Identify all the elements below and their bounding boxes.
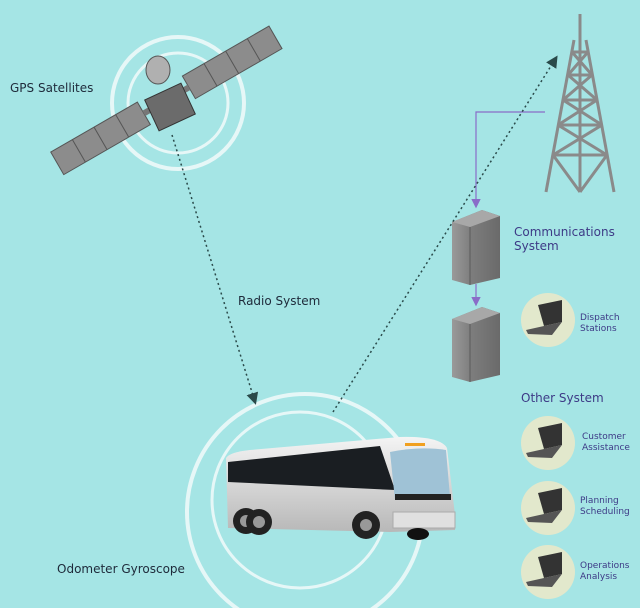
other-system-label: Other System [521, 391, 604, 405]
station-line1: Customer [582, 432, 626, 442]
gps-satellites-label: GPS Satellites [10, 81, 94, 95]
station-line2: Analysis [580, 572, 618, 582]
station-line1: Operations [580, 561, 630, 571]
satellite-signal-rings [110, 35, 246, 171]
station-line1: Dispatch [580, 313, 620, 323]
station-label-operations: Operations Analysis [580, 561, 629, 583]
station-line2: Assistance [582, 443, 630, 453]
station-line2: Stations [580, 324, 617, 334]
station-label-customer: Customer Assistance [582, 432, 630, 454]
tower-to-comm-connector [471, 111, 545, 307]
bus-icon [226, 436, 456, 540]
communications-label-line1: Communications [514, 225, 615, 239]
satellite-to-bus-link [171, 134, 259, 405]
communications-system-label: Communications System [514, 225, 615, 253]
station-label-dispatch: Dispatch Stations [580, 313, 620, 335]
station-label-planning: Planning Scheduling [580, 496, 630, 518]
odometer-gyroscope-label: Odometer Gyroscope [57, 562, 185, 576]
communication-tower-icon [544, 14, 616, 193]
communications-label-line2: System [514, 239, 559, 253]
radio-system-label: Radio System [238, 294, 321, 308]
laptop-icons [521, 293, 575, 599]
station-line2: Scheduling [580, 507, 630, 517]
other-server-icon [452, 307, 500, 382]
gps-satellite-icon [50, 25, 283, 176]
communications-server-icon [452, 210, 500, 285]
station-line1: Planning [580, 496, 619, 506]
